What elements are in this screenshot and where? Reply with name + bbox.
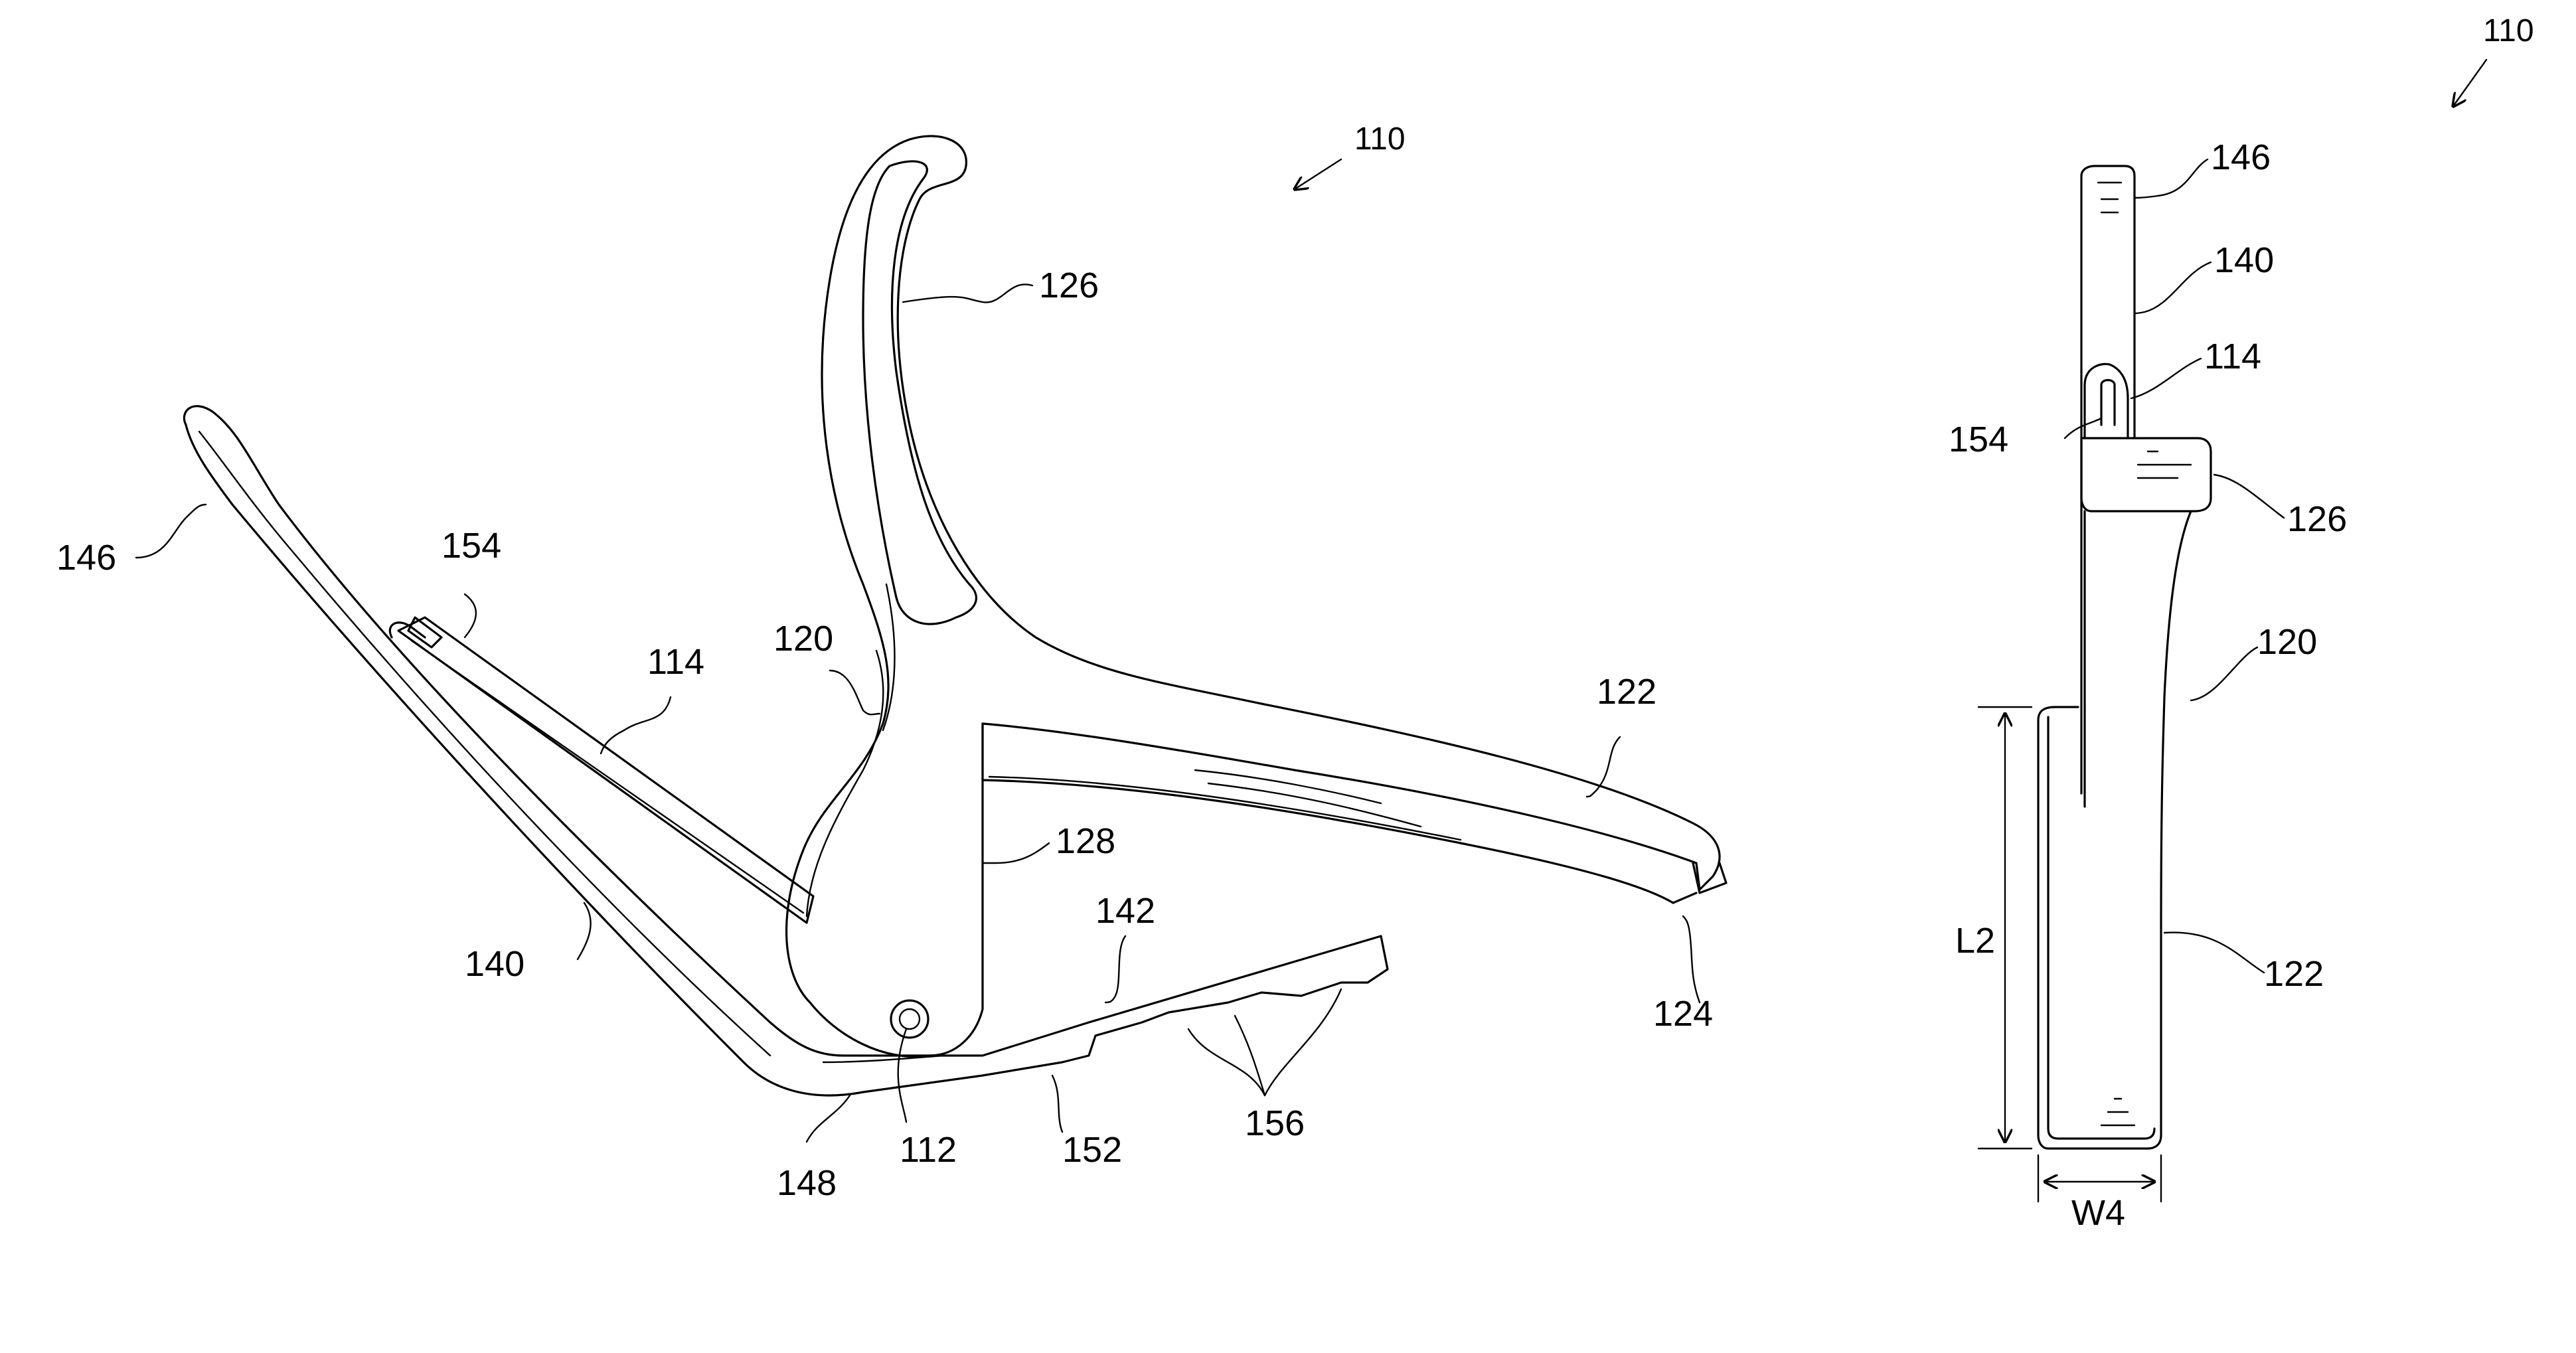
label-148: 148 <box>777 1163 837 1203</box>
label-122: 122 <box>1597 672 1656 712</box>
label-146: 146 <box>56 538 116 578</box>
label-110-front: 110 <box>2483 13 2534 48</box>
label-156: 156 <box>1245 1103 1305 1143</box>
reference-labels: 110 110 126 146 154 114 120 122 128 142 … <box>56 13 2534 1203</box>
upper-jaw-body <box>787 136 1720 1057</box>
front-label-126: 126 <box>2287 499 2347 539</box>
label-120: 120 <box>773 619 833 659</box>
front-label-154: 154 <box>1949 420 2008 459</box>
label-142: 142 <box>1095 891 1155 931</box>
upper-jaw-arm <box>983 724 1726 903</box>
label-140: 140 <box>465 944 524 984</box>
label-126: 126 <box>1039 266 1099 305</box>
front-label-114: 114 <box>2204 337 2261 376</box>
front-label-122: 122 <box>2264 954 2324 994</box>
label-128: 128 <box>1056 821 1115 861</box>
label-124: 124 <box>1653 994 1713 1034</box>
front-view-capo <box>2038 166 2211 1149</box>
label-152: 152 <box>1062 1130 1122 1170</box>
lower-jaw-lever <box>184 406 1388 1095</box>
label-112: 112 <box>900 1130 957 1170</box>
front-label-140: 140 <box>2214 240 2274 280</box>
dimension-L2-label: L2 <box>1955 921 1995 961</box>
label-154: 154 <box>442 526 501 566</box>
dimension-W4-label: W4 <box>2071 1193 2125 1233</box>
pivot-pin <box>891 1000 928 1038</box>
label-110-side: 110 <box>1354 121 1406 157</box>
front-label-146: 146 <box>2211 137 2271 177</box>
spring-arm <box>390 617 813 923</box>
side-view-capo <box>184 136 1726 1095</box>
dimension-W4: W4 <box>2038 1155 2161 1233</box>
front-label-120: 120 <box>2257 622 2317 662</box>
label-114: 114 <box>647 642 704 682</box>
dimension-L2: L2 <box>1955 707 2032 1149</box>
